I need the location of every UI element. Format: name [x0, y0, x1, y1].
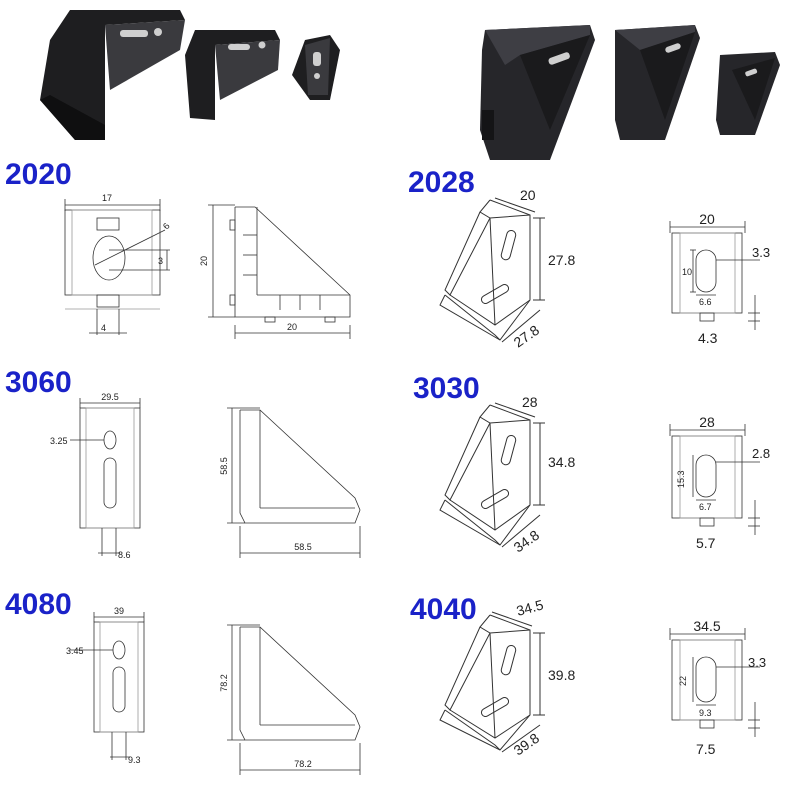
model-label-3060: 3060: [5, 366, 72, 399]
m2028-iso-height: 27.8: [548, 252, 575, 268]
m4080-side-height: 78.2: [219, 674, 229, 692]
m2028-front-view: 20 3.3 10 6.6 4.3: [669, 211, 770, 346]
m3030-front-view: 28 2.8 15.3 6.7 5.7: [669, 414, 770, 551]
m2028-front-width: 20: [699, 211, 715, 227]
m3030-front-tab: 5.7: [696, 535, 716, 551]
m4080-front-view: 39 3.45 9.3: [66, 606, 145, 765]
m3060-tab: 8.6: [118, 550, 131, 560]
m2028-iso-view: 20 27.8 27.8: [439, 190, 575, 350]
m2020-tab: 4: [101, 323, 106, 333]
m4040-front-tab: 7.5: [696, 741, 716, 757]
m4040-front-offset: 3.3: [748, 655, 766, 670]
m4040-iso-base: 39.8: [511, 730, 543, 759]
m4040-front-view: 34.5 3.3 22 9.3 7.5: [669, 618, 766, 757]
m3030-iso-view: 28 34.8 34.8: [439, 395, 575, 555]
m4040-front-width: 34.5: [693, 618, 720, 634]
m3060-hole-offset: 3.25: [50, 436, 68, 446]
m3060-front-width: 29.5: [101, 392, 119, 402]
m2020-front-width: 17: [102, 193, 112, 203]
m4080-front-width: 39: [114, 606, 124, 616]
m4080-tab: 9.3: [128, 755, 141, 765]
m4040-slot-length: 22: [678, 676, 688, 686]
m2028-iso-top: 20: [520, 190, 536, 203]
m2020-side-view: 20 20: [199, 204, 351, 339]
m3060-side-view: 58.5 58.5: [219, 407, 361, 558]
m2020-hole-offset: 3: [158, 256, 163, 266]
m4080-hole-offset: 3.45: [66, 646, 84, 656]
m2028-iso-base: 27.8: [511, 322, 543, 350]
m3060-side-base: 58.5: [294, 542, 312, 552]
medium-angle-bracket-photo: [615, 25, 700, 140]
large-angle-bracket-photo: [480, 25, 595, 160]
model-label-3030: 3030: [413, 372, 480, 405]
m3030-front-offset: 2.8: [752, 446, 770, 461]
m2028-slot-length: 10: [682, 267, 692, 277]
m3030-iso-height: 34.8: [548, 454, 575, 470]
m4080-side-view: 78.2 78.2: [219, 624, 361, 775]
medium-bracket-photo: [185, 30, 280, 120]
model-label-4080: 4080: [5, 588, 72, 621]
model-label-2020: 2020: [5, 158, 72, 191]
m2020-side-height: 20: [199, 256, 209, 266]
m3030-slot-length: 15.3: [676, 470, 686, 488]
photo-black-brackets-set-2: [480, 25, 780, 160]
m3030-slot-width: 6.7: [699, 502, 712, 512]
m2020-hole-diameter: 6: [161, 221, 172, 231]
large-bracket-photo: [40, 10, 185, 140]
m3060-front-view: 29.5 3.25 8.6: [50, 392, 141, 560]
m3030-iso-top: 28: [522, 395, 538, 410]
small-angle-bracket-photo: [716, 52, 780, 135]
m3060-side-height: 58.5: [219, 457, 229, 475]
photo-black-brackets-set-1: [40, 10, 340, 140]
m2020-side-base: 20: [287, 322, 297, 332]
small-bracket-photo: [292, 35, 340, 100]
m3030-front-width: 28: [699, 414, 715, 430]
m4040-iso-top: 34.5: [515, 600, 546, 619]
m2028-front-offset: 3.3: [752, 245, 770, 260]
m4040-iso-view: 34.5 39.8 39.8: [439, 600, 575, 759]
m4040-slot-width: 9.3: [699, 708, 712, 718]
model-label-4040: 4040: [410, 593, 477, 626]
m4080-side-base: 78.2: [294, 759, 312, 769]
m2020-front-view: 17 6 3 4: [64, 193, 172, 335]
m2028-slot-width: 6.6: [699, 297, 712, 307]
m2028-front-tab: 4.3: [698, 330, 718, 346]
m4040-iso-height: 39.8: [548, 667, 575, 683]
m3030-iso-base: 34.8: [511, 527, 543, 555]
model-label-2028: 2028: [408, 166, 475, 199]
